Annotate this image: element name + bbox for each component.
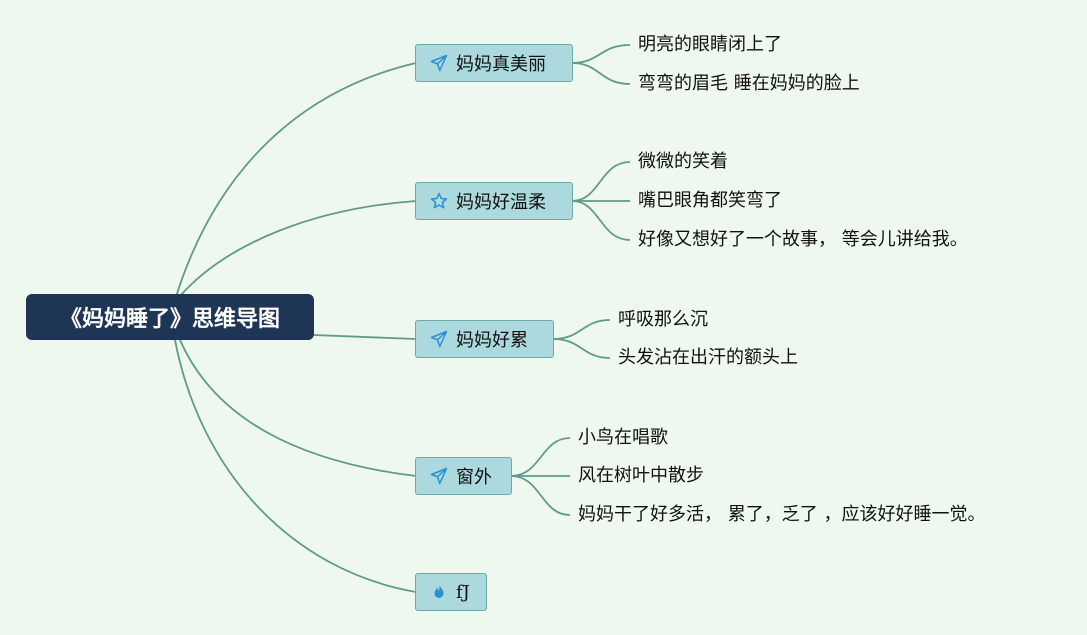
- leaf-text: 风在树叶中散步: [578, 465, 704, 486]
- connector-b3-leaf-2: [552, 338, 611, 359]
- connector-root-branch-3: [313, 334, 417, 340]
- branch-node-5[interactable]: fJ: [415, 573, 487, 611]
- leaf-text: 好像又想好了一个故事， 等会儿讲给我。: [638, 229, 968, 250]
- branch-label: 窗外: [456, 467, 492, 488]
- paper-plane-icon: [430, 330, 448, 348]
- branch-node-2[interactable]: 妈妈好温柔: [415, 182, 573, 220]
- root-title: 《妈妈睡了》思维导图: [59, 307, 280, 332]
- connector-b4-leaf-3: [510, 475, 571, 516]
- branch-node-3[interactable]: 妈妈好累: [415, 320, 554, 358]
- connector-b1-leaf-2: [571, 62, 631, 85]
- connector-root-branch-4: [179, 339, 417, 477]
- fire-icon: [430, 583, 448, 601]
- connector-b2-leaf-3: [571, 200, 631, 241]
- connector-b1-leaf-1: [571, 44, 631, 64]
- branch-label: 妈妈好累: [456, 330, 528, 351]
- leaf-text: 微微的笑着: [638, 151, 728, 172]
- connector-root-branch-2: [179, 200, 417, 297]
- paper-plane-icon: [430, 54, 448, 72]
- connector-b4-leaf-1: [510, 437, 571, 477]
- leaf-text: 嘴巴眼角都笑弯了: [638, 190, 782, 211]
- connector-b2-leaf-1: [571, 161, 631, 202]
- branch-label: 妈妈真美丽: [456, 54, 546, 75]
- connector-root-branch-5: [174, 339, 417, 593]
- connector-root-branch-1: [174, 62, 417, 301]
- leaf-text: 小鸟在唱歌: [578, 427, 668, 448]
- connector-b3-leaf-1: [552, 319, 611, 340]
- leaf-text: 明亮的眼睛闭上了: [638, 34, 782, 55]
- leaf-text: 头发沾在出汗的额头上: [618, 347, 798, 368]
- branch-label: fJ: [456, 581, 470, 603]
- leaf-text: 妈妈干了好多活， 累了，乏了 ，应该好好睡一觉。: [578, 504, 986, 525]
- paper-plane-icon: [430, 467, 448, 485]
- branch-label: 妈妈好温柔: [456, 192, 546, 213]
- branch-node-4[interactable]: 窗外: [415, 457, 512, 495]
- leaf-text: 弯弯的眉毛 睡在妈妈的脸上: [638, 73, 860, 94]
- star-icon: [430, 192, 448, 210]
- branch-node-1[interactable]: 妈妈真美丽: [415, 44, 573, 82]
- root-node[interactable]: 《妈妈睡了》思维导图: [26, 294, 314, 340]
- leaf-text: 呼吸那么沉: [618, 309, 708, 330]
